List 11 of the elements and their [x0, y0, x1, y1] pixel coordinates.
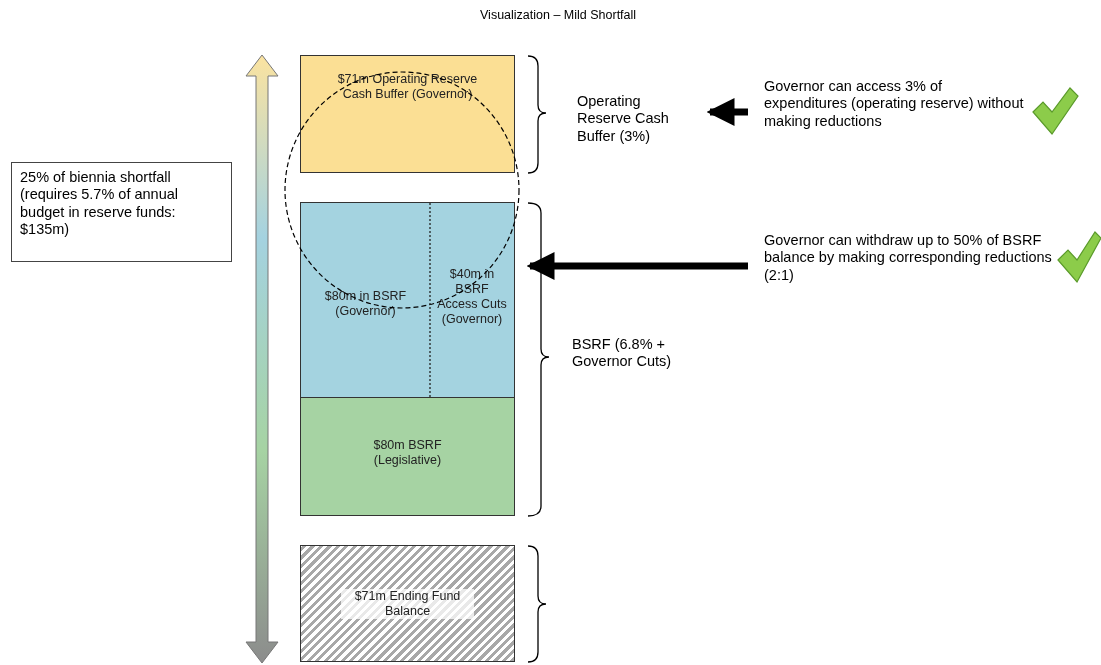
bracket-label: BSRF (6.8% + Governor Cuts)	[572, 336, 722, 380]
bracket-label: Operating Reserve Cash Buffer (3%)	[577, 93, 695, 153]
fund-block: $71m Ending Fund Balance	[300, 545, 515, 662]
note-box: 25% of biennia shortfall (requires 5.7% of annual budget in reserve funds: $135m)	[11, 162, 232, 262]
note-text: Governor can access 3% of expenditures (operating reserve) without making reductions	[764, 78, 1029, 140]
fund-block: $71m Operating Reserve Cash Buffer (Governor)	[300, 55, 515, 173]
note-text: Governor can withdraw up to 50% of BSRF balance by making corresponding reductions (2:1)	[764, 232, 1054, 294]
diagram-title: Visualization – Mild Shortfall	[480, 8, 637, 23]
fund-block: $80m BSRF (Legislative)	[300, 398, 515, 516]
fund-block: $40m in BSRF Access Cuts (Governor)	[430, 202, 515, 398]
fund-block: $80m in BSRF (Governor)	[300, 202, 430, 398]
